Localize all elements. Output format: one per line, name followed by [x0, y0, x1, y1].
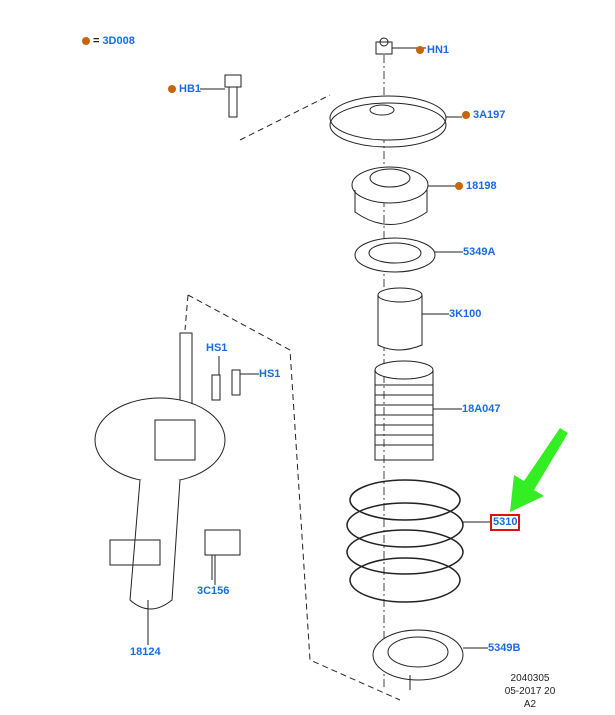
seat-5349a [354, 237, 436, 273]
seat-5349b [372, 629, 464, 690]
diagram-reference: 2040305 05-2017 20 A2 [504, 673, 556, 710]
leader-lines [147, 47, 492, 649]
label-18124[interactable]: 18124 [130, 646, 161, 658]
label-5349a[interactable]: 5349A [463, 246, 496, 258]
strut-18124 [94, 332, 226, 610]
fastener-dot-icon [168, 85, 176, 93]
legend-3d008: =3D008 [82, 35, 135, 48]
fastener-dot-icon [455, 182, 463, 190]
top-mount-3a197 [329, 95, 447, 148]
fastener-dot-icon [462, 111, 470, 119]
label-5349b[interactable]: 5349B [488, 642, 521, 654]
green-arrow-icon [510, 428, 568, 512]
nut-hn1 [375, 37, 393, 55]
bearing-18198 [351, 166, 429, 225]
spring-5310 [346, 479, 464, 603]
label-hs1[interactable]: HS1 [206, 342, 228, 354]
label-5310-highlighted[interactable]: 5310 [489, 514, 521, 531]
bolt-hb1 [224, 74, 242, 118]
label-3a197[interactable]: 3A197 [462, 109, 505, 122]
label-hn1[interactable]: HN1 [416, 44, 449, 57]
bracket-3c156 [204, 529, 241, 580]
label-18a047[interactable]: 18A047 [462, 403, 501, 415]
fastener-dot-icon [416, 46, 424, 54]
fastener-dot-icon [82, 37, 90, 45]
label-hs1[interactable]: HS1 [259, 368, 281, 380]
label-3c156[interactable]: 3C156 [197, 585, 230, 597]
label-3k100[interactable]: 3K100 [449, 308, 482, 320]
bolts-hs1 [211, 369, 241, 401]
label-18198[interactable]: 18198 [455, 180, 497, 193]
boot-18a047 [374, 360, 434, 461]
label-hb1[interactable]: HB1 [168, 83, 201, 96]
dashed-outline [184, 94, 401, 701]
bump-stop-3k100 [377, 287, 423, 351]
